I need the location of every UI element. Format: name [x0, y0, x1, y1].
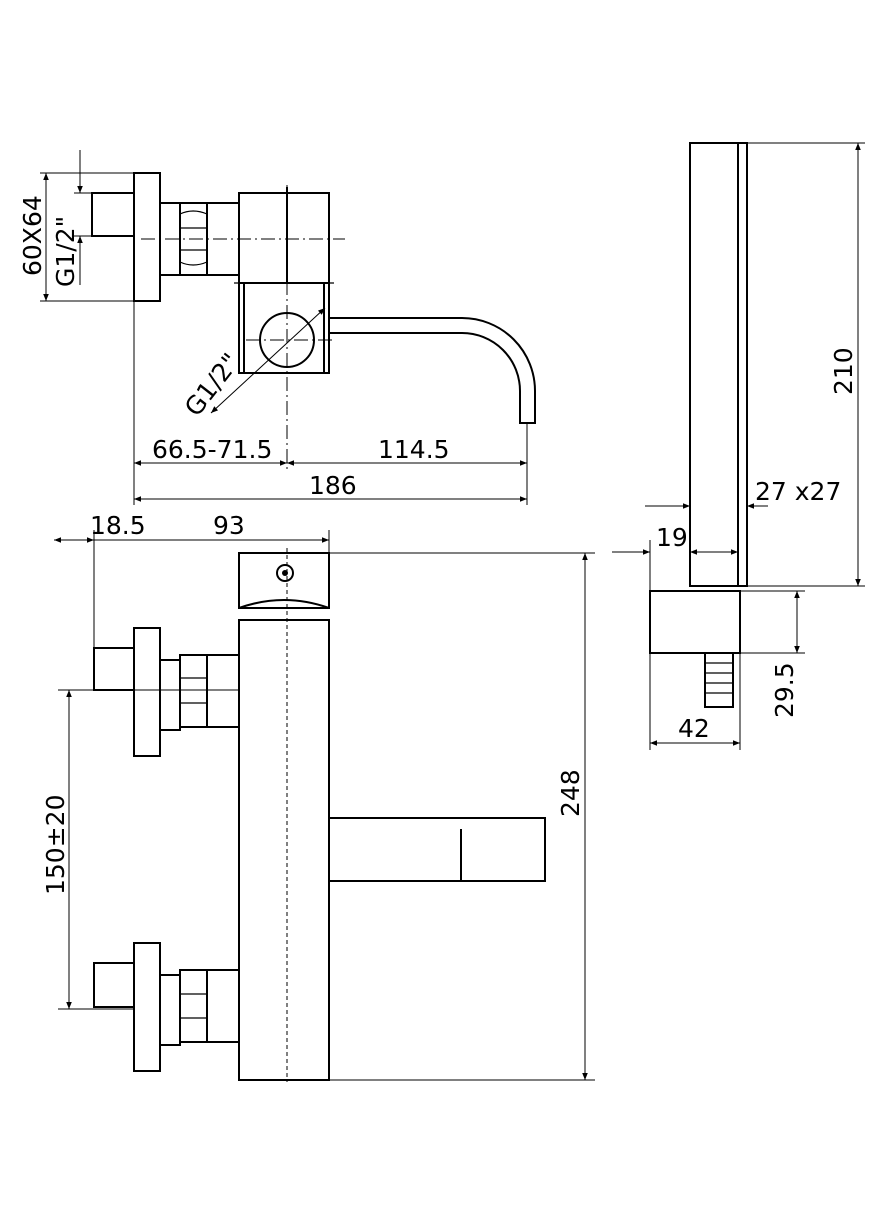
- bracket-height-label: 29.5: [770, 662, 799, 718]
- mixer-body-top: [238, 192, 330, 284]
- eccentric-stub: [91, 192, 135, 237]
- handle-indicator: [276, 564, 294, 582]
- outlet-thread-label: G1/2": [179, 348, 246, 422]
- mixer-lower-block: [238, 282, 330, 374]
- wall-flange: [133, 172, 161, 302]
- spout: [329, 317, 536, 424]
- shower-view: 210 27 x27 19 29.5 42: [612, 142, 865, 750]
- shower-section-label: 27 x27: [755, 477, 841, 506]
- side-view: 18.5 93 248 150±20: [41, 511, 595, 1082]
- flange-size-label: 60X64: [18, 195, 47, 276]
- bracket-width-label: 42: [678, 714, 710, 743]
- overall-depth-label: 186: [309, 471, 357, 500]
- bracket-offset-label: 19: [656, 523, 688, 552]
- top-view: 60X64 G1/2" G1/2" 66.5-71.5 114.5 186: [18, 150, 536, 505]
- wall-bracket: [649, 590, 741, 654]
- body-depth-label: 93: [213, 511, 245, 540]
- left-thread-label: G1/2": [51, 216, 80, 287]
- eccentric-offset-label: 18.5: [90, 511, 146, 540]
- hose-fitting: [704, 652, 734, 708]
- body-height-label: 248: [556, 769, 585, 817]
- inlet-spacing-label: 150±20: [41, 795, 70, 895]
- shower-bar: [689, 142, 748, 587]
- spout-side: [329, 817, 546, 882]
- shower-length-label: 210: [829, 347, 858, 395]
- outlet-thread-leader: [210, 307, 326, 414]
- lower-inlet: [93, 942, 240, 1072]
- handle-cap: [238, 552, 330, 609]
- upper-inlet: [93, 627, 240, 757]
- mixer-body: [238, 619, 330, 1081]
- spout-reach-label: 114.5: [378, 435, 450, 464]
- offset-wall-label: 66.5-71.5: [152, 435, 272, 464]
